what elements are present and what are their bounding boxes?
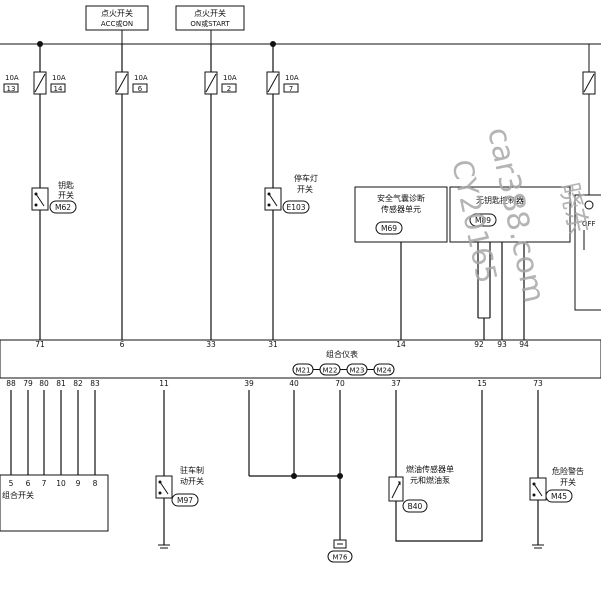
- hazard-warning-switch: 危险警告 开关 M45: [529, 390, 584, 549]
- fuel-sensor-unit: 燃油传感器单 元和燃油泵 B40: [388, 390, 483, 542]
- svg-text:M89: M89: [475, 216, 491, 225]
- svg-text:83: 83: [90, 379, 100, 388]
- svg-text:M23: M23: [350, 367, 365, 375]
- svg-text:6: 6: [138, 85, 143, 93]
- fuse-14: 10A 14: [33, 71, 66, 95]
- svg-text:开关: 开关: [58, 190, 74, 200]
- svg-text:OFF: OFF: [582, 220, 596, 228]
- meter-bottom-pins: 88 79 80 81 82 83 11 39 40 70 37 15 73: [6, 379, 543, 388]
- svg-text:79: 79: [23, 379, 33, 388]
- key-switch: 钥匙 开关 M62: [31, 180, 77, 214]
- svg-text:动开关: 动开关: [180, 476, 204, 486]
- ground-network: M76: [248, 390, 353, 563]
- ign-on-line2: ON或START: [190, 19, 230, 28]
- keyless-control-unit: 无钥匙控制器 M89: [449, 186, 571, 340]
- svg-text:安全气囊诊断: 安全气囊诊断: [377, 193, 425, 203]
- svg-text:10A: 10A: [285, 74, 299, 82]
- fuse-right: [582, 71, 596, 195]
- watermark: car388.com CY20165 晓东: [445, 124, 593, 305]
- svg-text:81: 81: [56, 379, 66, 388]
- svg-text:M24: M24: [377, 367, 392, 375]
- svg-text:晓东: 晓东: [553, 180, 593, 237]
- svg-text:7: 7: [42, 479, 47, 488]
- svg-text:M76: M76: [333, 554, 348, 562]
- combination-switch: 5 6 7 10 9 8 组合开关: [0, 390, 109, 532]
- ignition-on-start-label: 点火开关 ON或START: [175, 5, 245, 44]
- svg-text:93: 93: [497, 340, 507, 349]
- svg-text:M22: M22: [323, 367, 338, 375]
- svg-text:8: 8: [93, 479, 98, 488]
- svg-text:M45: M45: [551, 492, 567, 501]
- svg-text:5: 5: [9, 479, 14, 488]
- svg-text:10A: 10A: [134, 74, 148, 82]
- svg-text:无钥匙控制器: 无钥匙控制器: [476, 195, 524, 205]
- combination-meter: 组合仪表 M21 M22 M23 M24: [0, 339, 601, 379]
- svg-text:6: 6: [120, 340, 125, 349]
- svg-text:2: 2: [227, 85, 231, 93]
- svg-text:M21: M21: [296, 367, 311, 375]
- svg-text:14: 14: [396, 340, 406, 349]
- svg-text:开关: 开关: [297, 184, 313, 194]
- svg-text:6: 6: [26, 479, 31, 488]
- fuse-7: 10A 7: [266, 71, 299, 95]
- svg-text:M69: M69: [381, 224, 397, 233]
- svg-text:73: 73: [533, 379, 543, 388]
- svg-text:40: 40: [289, 379, 299, 388]
- ignition-acc-on-label: 点火开关 ACC或ON: [85, 5, 149, 44]
- svg-text:71: 71: [35, 340, 45, 349]
- meter-label: 组合仪表: [326, 349, 358, 359]
- stop-lamp-switch: 停车灯 开关 E103: [264, 173, 318, 214]
- svg-text:组合开关: 组合开关: [2, 490, 34, 500]
- svg-text:M62: M62: [55, 203, 71, 212]
- svg-text:11: 11: [159, 379, 169, 388]
- svg-text:10: 10: [56, 479, 66, 488]
- svg-text:39: 39: [244, 379, 254, 388]
- svg-text:31: 31: [268, 340, 278, 349]
- svg-text:开关: 开关: [560, 477, 576, 487]
- fuse-2: 10A 2: [204, 71, 237, 95]
- svg-text:传感器单元: 传感器单元: [381, 204, 421, 214]
- power-bus: [0, 41, 601, 47]
- svg-text:14: 14: [54, 85, 63, 93]
- svg-text:15: 15: [477, 379, 487, 388]
- svg-text:危险警告: 危险警告: [552, 466, 584, 476]
- svg-text:7: 7: [289, 85, 293, 93]
- parking-brake-switch: 驻车制 动开关 M97: [155, 390, 204, 549]
- svg-text:元和燃油泵: 元和燃油泵: [410, 475, 450, 485]
- ign-on-line1: 点火开关: [194, 8, 226, 18]
- ign-acc-line2: ACC或ON: [101, 19, 133, 28]
- right-switch: OFF: [574, 194, 601, 311]
- svg-text:停车灯: 停车灯: [294, 173, 318, 183]
- svg-text:10A: 10A: [223, 74, 237, 82]
- svg-text:70: 70: [335, 379, 345, 388]
- svg-text:10A: 10A: [52, 74, 66, 82]
- svg-text:驻车制: 驻车制: [180, 465, 204, 475]
- svg-text:37: 37: [391, 379, 401, 388]
- svg-text:M97: M97: [177, 496, 193, 505]
- fuse-13: 10A 13: [3, 74, 19, 93]
- svg-text:E103: E103: [286, 203, 305, 212]
- svg-text:88: 88: [6, 379, 16, 388]
- svg-text:9: 9: [76, 479, 81, 488]
- meter-top-pins: 71 6 33 31 14 92 93 94: [35, 340, 529, 349]
- svg-text:燃油传感器单: 燃油传感器单: [406, 464, 454, 474]
- svg-text:92: 92: [474, 340, 484, 349]
- svg-text:B40: B40: [408, 502, 423, 511]
- svg-text:82: 82: [73, 379, 83, 388]
- svg-text:33: 33: [206, 340, 216, 349]
- svg-text:钥匙: 钥匙: [58, 180, 74, 190]
- fuse-6: 10A 6: [115, 71, 148, 95]
- svg-text:94: 94: [519, 340, 529, 349]
- ign-acc-line1: 点火开关: [101, 8, 133, 18]
- svg-text:80: 80: [39, 379, 49, 388]
- airbag-diagnosis-unit: 安全气囊诊断 传感器单元 M69: [354, 186, 448, 340]
- svg-text:10A: 10A: [5, 74, 19, 82]
- svg-text:13: 13: [7, 85, 16, 93]
